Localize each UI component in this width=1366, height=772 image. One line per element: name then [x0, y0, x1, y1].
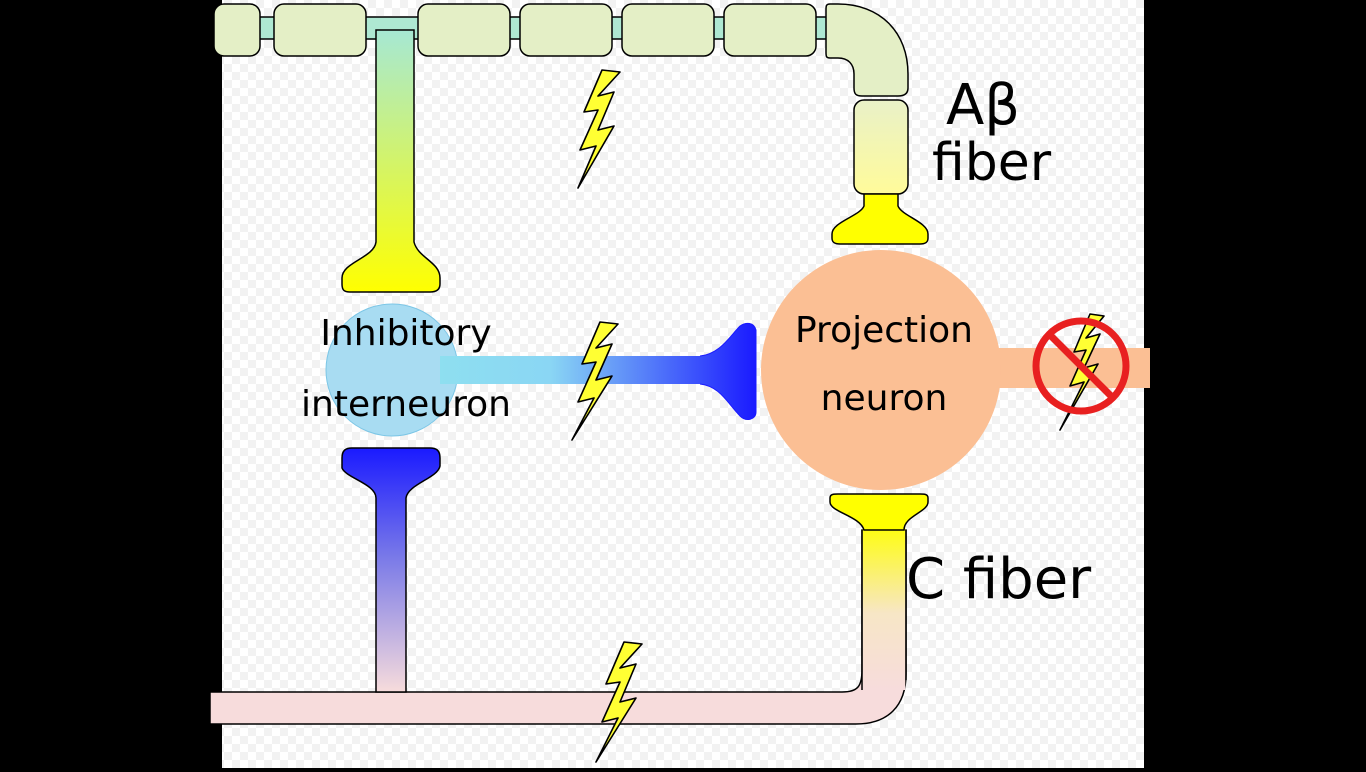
- prohibited-icon: [1032, 313, 1130, 431]
- interneuron-label-line1: Inhibitory: [320, 313, 491, 354]
- abeta-fiber: [213, 3, 929, 293]
- abeta-label-line2: fiber: [932, 133, 1052, 193]
- cfiber-label: C fiber: [906, 547, 1092, 612]
- lightning-bolt-icon: [577, 69, 621, 189]
- lightning-bolt-icon: [571, 321, 619, 441]
- projection-label-line2: neuron: [821, 378, 948, 419]
- abeta-label-line1: Aβ: [946, 73, 1020, 138]
- projection-label-line1: Projection: [795, 310, 973, 351]
- lightning-bolt-icon: [595, 641, 643, 763]
- interneuron-label-line2: interneuron: [301, 384, 511, 425]
- c-fiber: [209, 447, 929, 725]
